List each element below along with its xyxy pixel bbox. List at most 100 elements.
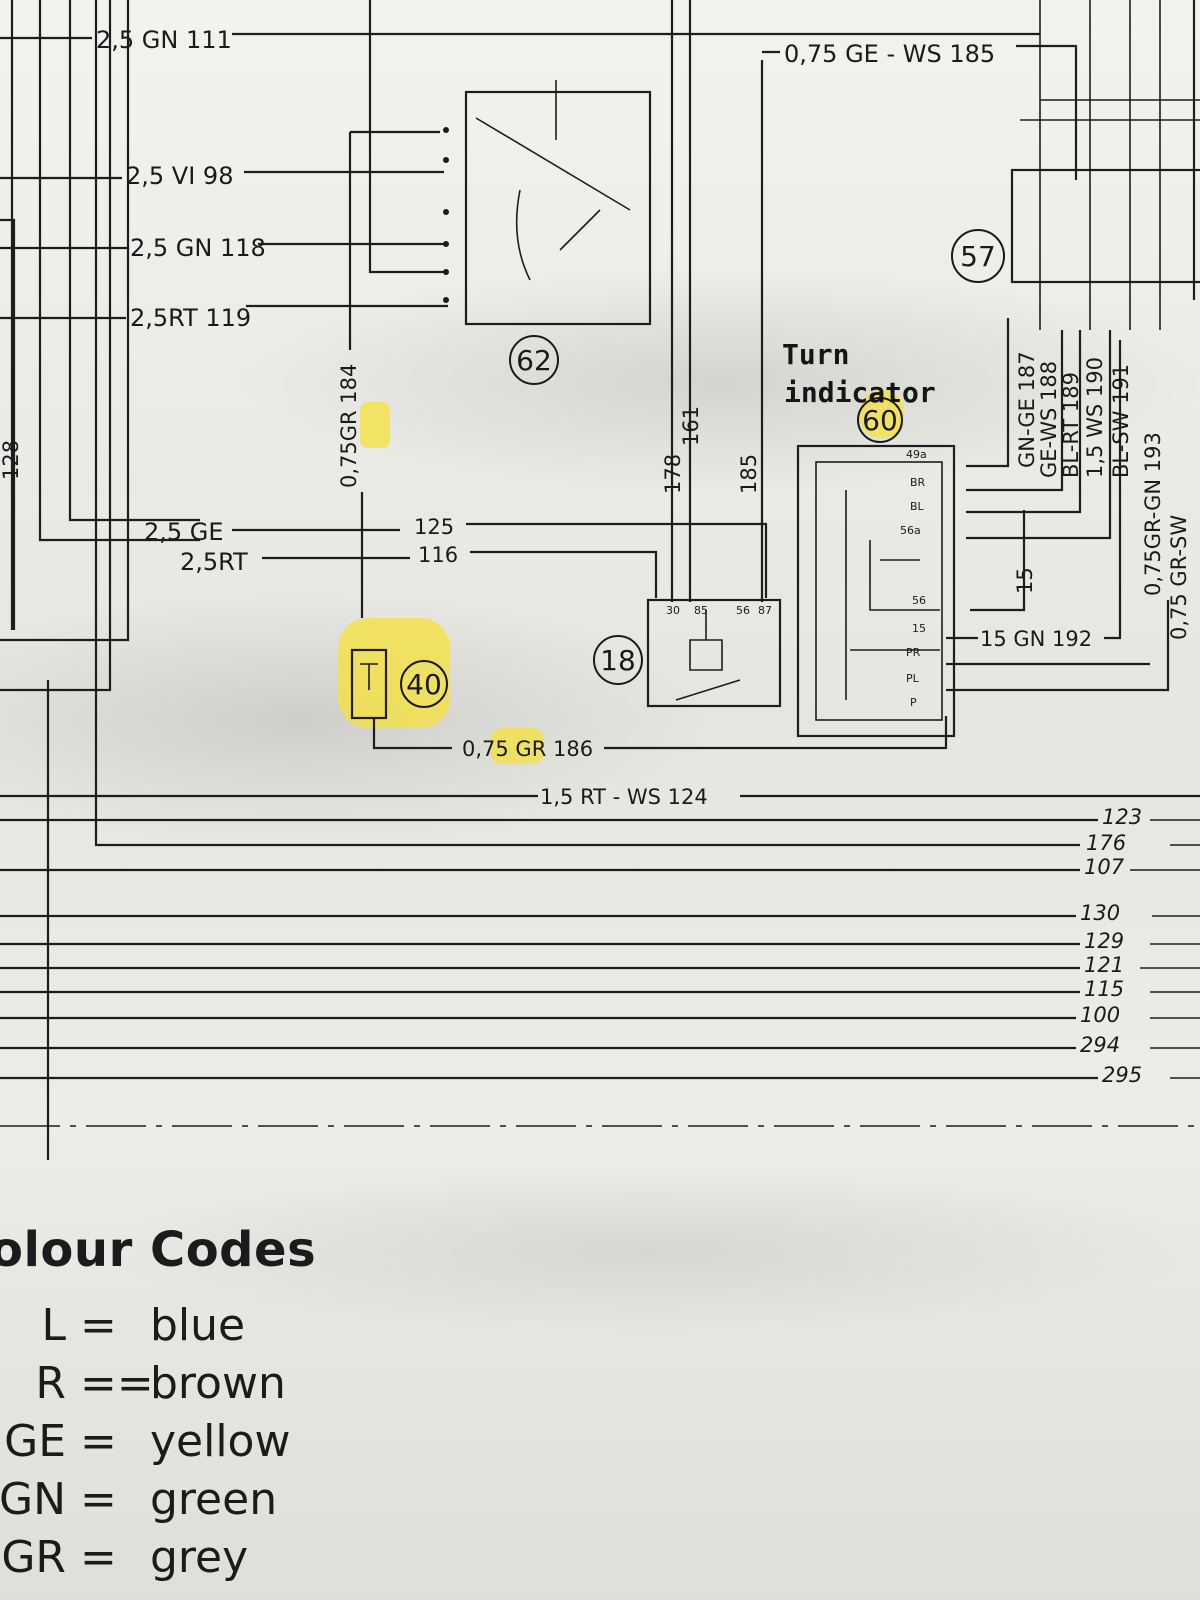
component-18-number: 18: [600, 644, 636, 677]
highlight-186: [490, 728, 544, 764]
component-18-box: [646, 598, 782, 708]
label-187: GN-GE 187: [1015, 351, 1039, 468]
label-125-left: 2,5 GE: [144, 518, 224, 546]
label-185-top: 0,75 GE - WS 185: [784, 40, 995, 68]
wire-left-3: [68, 0, 200, 522]
component-57-marker: [951, 229, 1005, 283]
component-57-box: [1010, 168, 1200, 284]
label-161: 161: [679, 406, 703, 446]
bus-right-stubs: [1130, 819, 1200, 1079]
bus-label-107: 107: [1084, 855, 1125, 879]
label-118: 2,5 GN 118: [130, 234, 266, 262]
label-gr-sw: 0,75 GR-SW: [1167, 515, 1191, 640]
wire-192: [946, 340, 1122, 640]
component-62-marker: [509, 335, 559, 385]
annotation-indicator: indicator: [784, 376, 936, 409]
bus-label-123: 123: [1102, 805, 1142, 829]
component-18-pin-85: 85: [694, 604, 708, 617]
wire-186-left: [372, 718, 452, 750]
label-111: 2,5 GN 111: [96, 26, 232, 54]
legend-equals: ==: [80, 1358, 154, 1409]
legend-colour-name: blue: [150, 1300, 246, 1351]
colour-codes-title: olour Codes: [0, 1222, 317, 1278]
component-18-pin-87: 87: [758, 604, 772, 617]
wire-left-7: [0, 218, 16, 630]
label-190: 1,5 WS 190: [1083, 357, 1107, 478]
label-124: 1,5 RT - WS 124: [540, 785, 708, 809]
bus-label-294: 294: [1080, 1033, 1120, 1057]
wire-116-b: [470, 550, 658, 598]
wire-190: [966, 330, 1112, 540]
component-62-inner: [475, 80, 631, 281]
wire-188: [966, 330, 1064, 492]
component-60-marker: [857, 397, 903, 443]
label-125: 125: [414, 515, 454, 539]
label-189: BL-RT 189: [1059, 372, 1083, 478]
component-18-pin-30: 30: [666, 604, 680, 617]
component-40-marker: [400, 660, 448, 708]
legend-colour-name: green: [150, 1474, 278, 1525]
legend-code: R: [35, 1358, 66, 1409]
highlight-40: [338, 618, 450, 728]
component-40-inner: [360, 663, 378, 690]
component-60-outer: [796, 444, 956, 738]
legend-code: GN: [0, 1474, 66, 1525]
component-62-pins: [443, 127, 449, 303]
component-18-inner: [675, 610, 741, 701]
label-184: 0,75GR 184: [337, 364, 361, 488]
component-60-pin-56a: 56a: [900, 524, 921, 537]
bus-label-121: 121: [1084, 953, 1124, 977]
annotation-turn: Turn: [782, 338, 849, 371]
component-60-pin-BR: BR: [910, 476, 926, 489]
legend-equals: =: [80, 1474, 117, 1525]
bus-label-176: 176: [1086, 831, 1126, 855]
label-15: 15: [1013, 567, 1037, 594]
component-62-box: [464, 90, 652, 326]
label-116: 116: [418, 543, 458, 567]
wire-189: [966, 330, 1082, 514]
wire-left-5: [0, 0, 130, 642]
wire-left-2: [38, 0, 200, 542]
wire-15: [970, 510, 1026, 612]
label-186: 0,75 GR 186: [462, 737, 593, 761]
component-57-wires: [1020, 0, 1200, 330]
component-40-box: [350, 648, 388, 720]
component-60-number: 60: [862, 404, 898, 437]
label-116-left: 2,5RT: [180, 548, 248, 576]
component-18-marker: [593, 635, 643, 685]
wire-125-b: [466, 522, 768, 598]
legend-colour-name: brown: [150, 1358, 286, 1409]
wire-left-4: [0, 0, 112, 692]
component-60-pin-15: 15: [912, 622, 926, 635]
component-62-number: 62: [516, 344, 552, 377]
label-193: 0,75GR-GN 193: [1141, 432, 1165, 596]
legend-equals: =: [80, 1300, 117, 1351]
legend-colour-name: grey: [150, 1532, 249, 1583]
component-60-pin-BL: BL: [910, 500, 925, 513]
component-60-pin-49a: 49a: [906, 448, 927, 461]
bus-label-295: 295: [1102, 1063, 1142, 1087]
label-185: 185: [737, 454, 761, 494]
label-188: GE-WS 188: [1037, 361, 1061, 478]
component-60-pin-PR: PR: [906, 646, 921, 659]
wire-185-right: [1016, 44, 1078, 180]
bus-label-130: 130: [1080, 901, 1120, 925]
legend-colour-name: yellow: [150, 1416, 291, 1467]
legend-code: L: [41, 1300, 66, 1351]
component-60-circuit: [845, 490, 940, 700]
highlight-184: [360, 402, 390, 448]
label-192: 15 GN 192: [980, 627, 1092, 651]
legend-code: GR: [1, 1532, 66, 1583]
component-57-number: 57: [960, 240, 996, 273]
label-119: 2,5RT 119: [130, 304, 251, 332]
bus-label-129: 129: [1084, 929, 1124, 953]
wire-184-top: [348, 130, 440, 350]
label-191: BL-SW 191: [1109, 364, 1133, 478]
component-60-inner: [815, 461, 943, 721]
legend-code: GE: [4, 1416, 66, 1467]
